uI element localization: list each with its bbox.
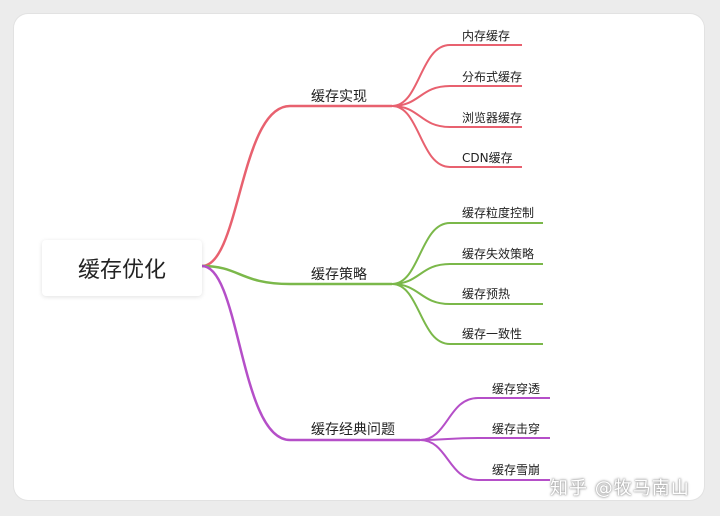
root-node-label: 缓存优化 [77,258,166,283]
connector-to-consistency [391,283,543,345]
connector-root-to-cache-strategy [201,264,392,286]
connector-root-to-cache-implementation [201,104,392,268]
connector-to-memory-cache [391,44,522,107]
connector-to-granularity [391,222,543,285]
branch-node-classic-problems[interactable]: 缓存经典问题 [311,422,395,438]
leaf-node[interactable]: 缓存粒度控制 [462,206,535,220]
branch-node-cache-strategy[interactable]: 缓存策略 [311,267,367,283]
connector-to-distributed-cache [391,85,522,107]
zhihu-watermark: 知乎 @牧马南山 [550,478,690,499]
leaf-node[interactable]: 缓存击穿 [492,422,541,436]
leaf-node[interactable]: CDN缓存 [462,151,513,165]
leaf-node[interactable]: 浏览器缓存 [462,111,523,125]
leaf-node[interactable]: 分布式缓存 [462,70,523,84]
leaf-node[interactable]: 缓存穿透 [492,382,541,396]
connector-to-warmup [391,283,543,305]
branch-node-cache-implementation[interactable]: 缓存实现 [311,89,367,105]
connector-to-penetration [419,397,550,441]
leaf-node[interactable]: 缓存雪崩 [492,463,541,477]
leaf-node[interactable]: 内存缓存 [462,29,511,43]
connector-root-to-classic-problems [201,264,420,442]
leaf-node[interactable]: 缓存失效策略 [462,247,535,261]
connector-to-invalidation [391,263,543,285]
connector-to-browser-cache [391,105,522,128]
leaf-node[interactable]: 缓存一致性 [462,327,523,341]
connector-to-avalanche [419,439,550,481]
connector-to-cdn-cache [391,105,522,168]
leaf-node[interactable]: 缓存预热 [462,287,511,301]
connector-to-breakdown [419,437,550,441]
root-node[interactable]: 缓存优化 [42,240,202,296]
